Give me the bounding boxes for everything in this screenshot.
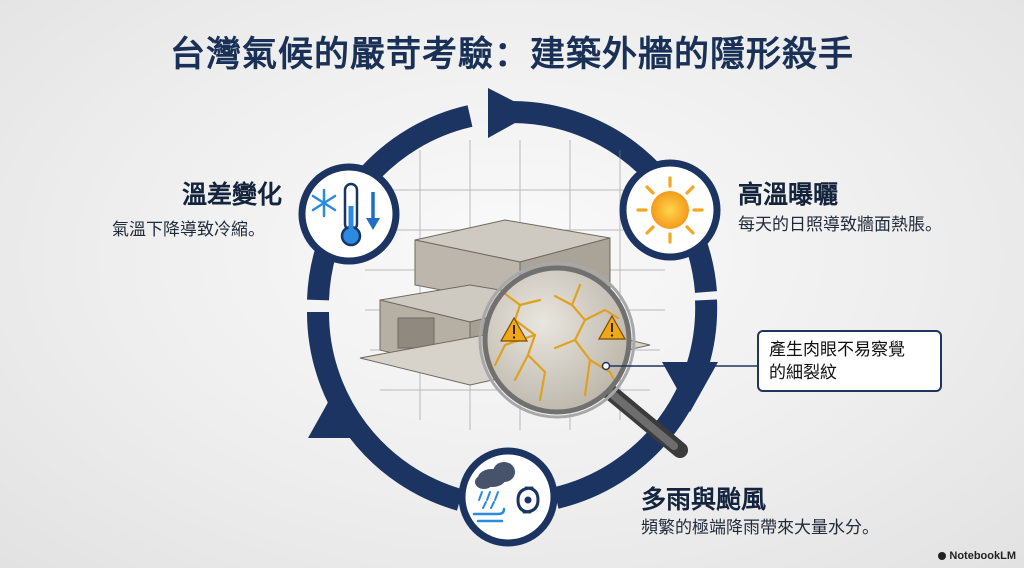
typhoon-icon — [516, 486, 540, 514]
sun-icon — [636, 176, 704, 244]
snowflake-icon — [311, 188, 337, 218]
high-temperature-node — [619, 159, 721, 261]
temperature-description: 氣溫下降導致冷縮。 — [112, 220, 265, 240]
heat-heading: 高溫曝曬 — [738, 180, 839, 209]
temperature-heading: 溫差變化 — [182, 180, 283, 209]
rain-heading: 多雨與颱風 — [641, 485, 767, 514]
rain-typhoon-node — [458, 447, 558, 547]
warning-icon — [499, 316, 529, 342]
brand-watermark: NotebookLM — [938, 550, 1016, 562]
callout-line-1: 產生肉眼不易察覺 — [769, 340, 905, 360]
heat-description: 每天的日照導致牆面熱脹。 — [738, 215, 942, 235]
callout-line-2: 的細裂紋 — [769, 363, 837, 383]
arrowhead-right — [662, 362, 718, 412]
crack-callout: 產生肉眼不易察覺 的細裂紋 — [757, 330, 942, 392]
thermometer-icon — [340, 182, 362, 247]
page-title: 台灣氣候的嚴苛考驗：建築外牆的隱形殺手 — [169, 35, 854, 75]
temperature-change-node — [298, 163, 400, 265]
magnifying-glass — [478, 261, 688, 458]
warning-icon — [597, 314, 627, 340]
brand-label: NotebookLM — [949, 550, 1016, 562]
arrowhead-left — [308, 388, 362, 438]
wind-icon — [472, 507, 506, 523]
rain-cloud-icon — [475, 462, 515, 509]
callout-pointer — [601, 361, 757, 371]
arrow-down-icon — [366, 192, 380, 230]
arrowhead-top — [488, 88, 535, 138]
wall-cracks — [493, 283, 622, 402]
notebooklm-logo-icon — [938, 552, 947, 560]
rain-description: 頻繁的極端降雨帶來大量水分。 — [641, 518, 879, 538]
